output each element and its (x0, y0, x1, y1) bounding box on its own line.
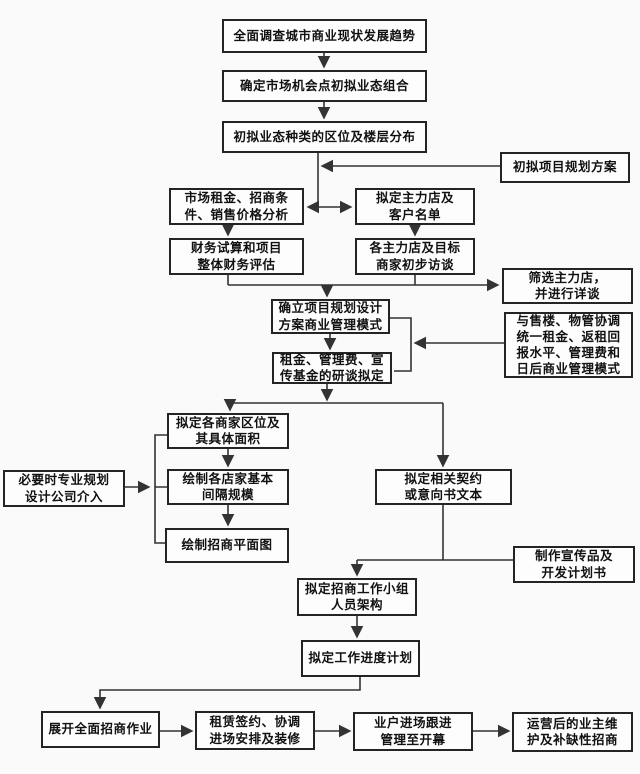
node-contract-draft-label: 拟定相关契约 或意向书文本 (404, 470, 483, 502)
node-store-layout-label: 绘制各店家基本 间隔规模 (182, 470, 274, 502)
node-establish-mode-label: 确立项目规划设计 方案商业管理模式 (278, 300, 383, 332)
node-anchor-interview-label: 各主力店及目标 商家初步访谈 (369, 240, 461, 272)
node-leasing-team: 拟定招商工作小组 人员架构 (297, 578, 417, 616)
node-tenant-entry-label: 业户进场跟进 管理至开幕 (373, 715, 452, 747)
node-design-firm-label: 必要时专业规划 设计公司介入 (18, 472, 110, 504)
node-leasing-map: 绘制招商平面图 (165, 528, 289, 563)
node-post-operation: 运营后的业主维 护及补缺性招商 (512, 712, 633, 752)
node-merchant-zone: 拟定各商家区位及 其具体面积 (167, 413, 289, 449)
node-fee-discussion: 租金、管理费、宣 传基金的研谈拟定 (272, 352, 392, 384)
node-survey: 全面调查城市商业现状发展趋势 (222, 19, 427, 53)
node-finance-eval-label: 财务试算和项目 整体财务评估 (190, 240, 282, 272)
node-lease-signing-label: 租赁签约、协调 进场安排及装修 (209, 714, 301, 746)
node-anchor-interview: 各主力店及目标 商家初步访谈 (355, 238, 475, 275)
node-tenant-entry: 业户进场跟进 管理至开幕 (353, 712, 473, 751)
node-establish-mode: 确立项目规划设计 方案商业管理模式 (271, 299, 390, 334)
node-draft-plan: 初拟项目规划方案 (500, 152, 630, 183)
node-store-layout: 绘制各店家基本 间隔规模 (167, 469, 289, 505)
node-market-mix-label: 确定市场机会点初拟业态组合 (239, 77, 409, 93)
node-anchor-screen: 筛选主力店， 并进行详谈 (502, 268, 633, 304)
node-anchor-list-label: 拟定主力店及 客户名单 (375, 190, 454, 222)
node-fee-discussion-label: 租金、管理费、宣 传基金的研谈拟定 (279, 351, 384, 383)
node-anchor-list: 拟定主力店及 客户名单 (355, 188, 475, 225)
node-promo-material: 制作宣传品及 开发计划书 (513, 546, 635, 583)
node-finance-eval: 财务试算和项目 整体财务评估 (169, 238, 304, 275)
node-design-firm: 必要时专业规划 设计公司介入 (3, 470, 125, 507)
node-draft-plan-label: 初拟项目规划方案 (512, 159, 617, 175)
node-format-zoning: 初拟业态种类的区位及楼层分布 (222, 121, 427, 153)
node-promo-material-label: 制作宣传品及 开发计划书 (534, 548, 613, 580)
node-merchant-zone-label: 拟定各商家区位及 其具体面积 (175, 414, 280, 446)
node-lease-signing: 租赁签约、协调 进场安排及装修 (195, 711, 315, 750)
bracket-establish-fee-right (390, 317, 412, 372)
node-contract-draft: 拟定相关契约 或意向书文本 (375, 469, 512, 505)
node-leasing-map-label: 绘制招商平面图 (181, 537, 273, 553)
node-work-schedule-label: 拟定工作进度计划 (308, 650, 413, 666)
node-coordination-label: 与售楼、物管协调 统一租金、返租回 报水平、管理费和 日后商业管理模式 (516, 312, 621, 377)
node-leasing-team-label: 拟定招商工作小组 人员架构 (304, 580, 409, 612)
node-coordination: 与售楼、物管协调 统一租金、返租回 报水平、管理费和 日后商业管理模式 (504, 312, 633, 378)
node-format-zoning-label: 初拟业态种类的区位及楼层分布 (233, 128, 416, 144)
node-post-operation-label: 运营后的业主维 护及补缺性招商 (526, 715, 618, 747)
node-work-schedule: 拟定工作进度计划 (301, 640, 420, 677)
bracket-left-column (154, 434, 167, 544)
node-survey-label: 全面调查城市商业现状发展趋势 (233, 27, 416, 43)
node-full-leasing: 展开全面招商作业 (41, 711, 160, 748)
node-rent-analysis-label: 市场租金、招商条 件、销售价格分析 (184, 190, 289, 222)
node-anchor-screen-label: 筛选主力店， 并进行详谈 (528, 269, 607, 301)
node-rent-analysis: 市场租金、招商条 件、销售价格分析 (169, 188, 304, 225)
arrow-schedule-to-full-leasing (93, 677, 361, 710)
node-full-leasing-label: 展开全面招商作业 (48, 721, 153, 737)
node-market-mix: 确定市场机会点初拟业态组合 (222, 70, 427, 102)
